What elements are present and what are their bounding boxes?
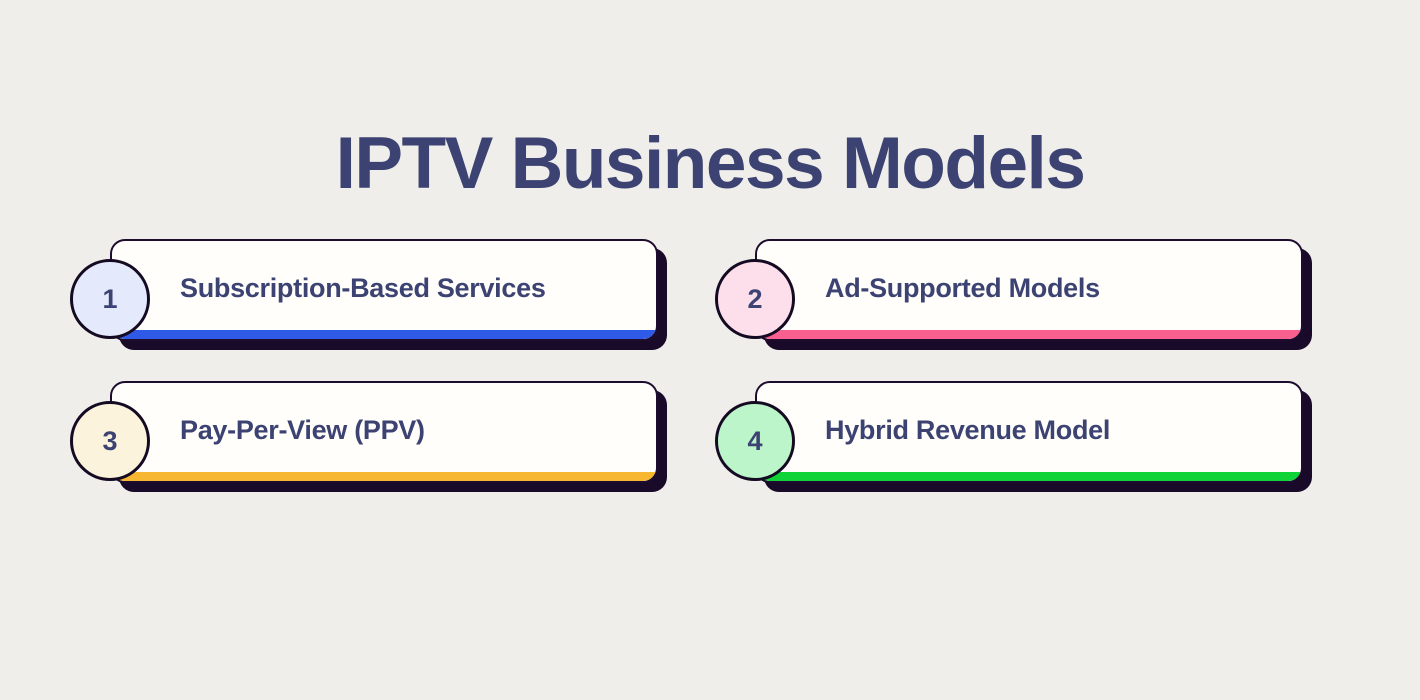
card-number-text: 3 bbox=[102, 425, 118, 456]
business-model-card[interactable]: Hybrid Revenue Model bbox=[755, 381, 1303, 483]
card-accent-bar bbox=[112, 472, 656, 481]
card-number-badge: 3 bbox=[70, 401, 150, 481]
card-slot-4: Hybrid Revenue Model 4 bbox=[715, 381, 1315, 489]
business-model-card[interactable]: Subscription-Based Services bbox=[110, 239, 658, 341]
page-title: IPTV Business Models bbox=[335, 122, 1086, 204]
card-number-text: 2 bbox=[747, 283, 763, 314]
card-label: Subscription-Based Services bbox=[180, 272, 546, 303]
card-accent-bar bbox=[757, 472, 1301, 481]
card-accent-bar bbox=[112, 330, 656, 339]
card-slot-3: Pay-Per-View (PPV) 3 bbox=[70, 381, 670, 489]
business-model-card[interactable]: Pay-Per-View (PPV) bbox=[110, 381, 658, 483]
card-label: Ad-Supported Models bbox=[825, 272, 1100, 303]
card-label: Pay-Per-View (PPV) bbox=[180, 414, 425, 445]
card-slot-1: Subscription-Based Services 1 bbox=[70, 239, 670, 347]
card-number-text: 1 bbox=[102, 283, 118, 314]
card-accent-bar bbox=[757, 330, 1301, 339]
business-model-card[interactable]: Ad-Supported Models bbox=[755, 239, 1303, 341]
card-number-text: 4 bbox=[747, 425, 763, 456]
card-number-badge: 4 bbox=[715, 401, 795, 481]
card-label: Hybrid Revenue Model bbox=[825, 414, 1111, 445]
card-number-badge: 1 bbox=[70, 259, 150, 339]
card-number-badge: 2 bbox=[715, 259, 795, 339]
card-slot-2: Ad-Supported Models 2 bbox=[715, 239, 1315, 347]
business-model-card-grid: Subscription-Based Services 1 Ad-Support… bbox=[70, 239, 1360, 501]
